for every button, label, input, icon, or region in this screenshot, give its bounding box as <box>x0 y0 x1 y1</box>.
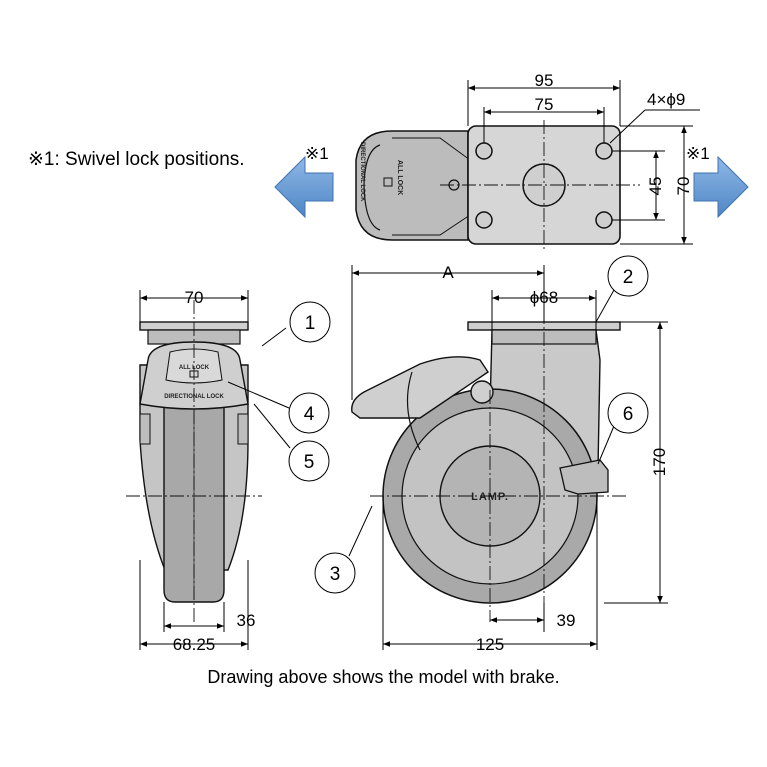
callout-1: 1 <box>305 313 316 334</box>
front-view: ALL LOCK DIRECTIONAL LOCK 70 36 68.25 <box>126 288 262 654</box>
callout-4: 4 <box>304 404 315 425</box>
top-view: ALL LOCK DIRECTIONAL LOCK <box>274 71 749 250</box>
swivel-arrow-right-icon <box>693 155 749 219</box>
callouts <box>227 255 649 594</box>
dim-4-holes: 4×ϕ9 <box>647 90 685 109</box>
dim-125: 125 <box>476 635 504 654</box>
callout-5: 5 <box>304 452 315 473</box>
top-directional-lock-label: DIRECTIONAL LOCK <box>359 142 365 202</box>
callout-3: 3 <box>330 564 341 585</box>
dim-95: 95 <box>535 71 554 90</box>
brand-label: LAMP. <box>471 491 509 503</box>
side-pivot <box>470 380 494 404</box>
mark-right: ※1 <box>686 144 710 163</box>
dim-39: 39 <box>557 611 576 630</box>
top-all-lock-label: ALL LOCK <box>396 160 403 195</box>
callout-2: 2 <box>623 267 634 288</box>
callout-6: 6 <box>623 404 634 425</box>
dim-68-25: 68.25 <box>173 635 216 654</box>
swivel-arrow-left-icon <box>274 155 334 219</box>
drawing-caption: Drawing above shows the model with brake… <box>207 667 560 687</box>
dim-170: 170 <box>650 448 669 476</box>
brake-lever-top <box>355 130 469 241</box>
dim-75: 75 <box>535 95 554 114</box>
side-brake-lever <box>351 356 489 419</box>
side-view: LAMP. A ϕ68 <box>351 263 669 654</box>
lock-indicator <box>383 177 393 187</box>
dim-45: 45 <box>646 177 665 196</box>
mark-left: ※1 <box>305 144 329 163</box>
dim-70-top: 70 <box>674 177 693 196</box>
dim-phi68: ϕ68 <box>530 288 558 307</box>
swivel-lock-note: ※1: Swivel lock positions. <box>28 149 245 170</box>
dim-70-front: 70 <box>185 288 204 307</box>
dim-36: 36 <box>237 611 256 630</box>
dim-a: A <box>442 263 454 282</box>
